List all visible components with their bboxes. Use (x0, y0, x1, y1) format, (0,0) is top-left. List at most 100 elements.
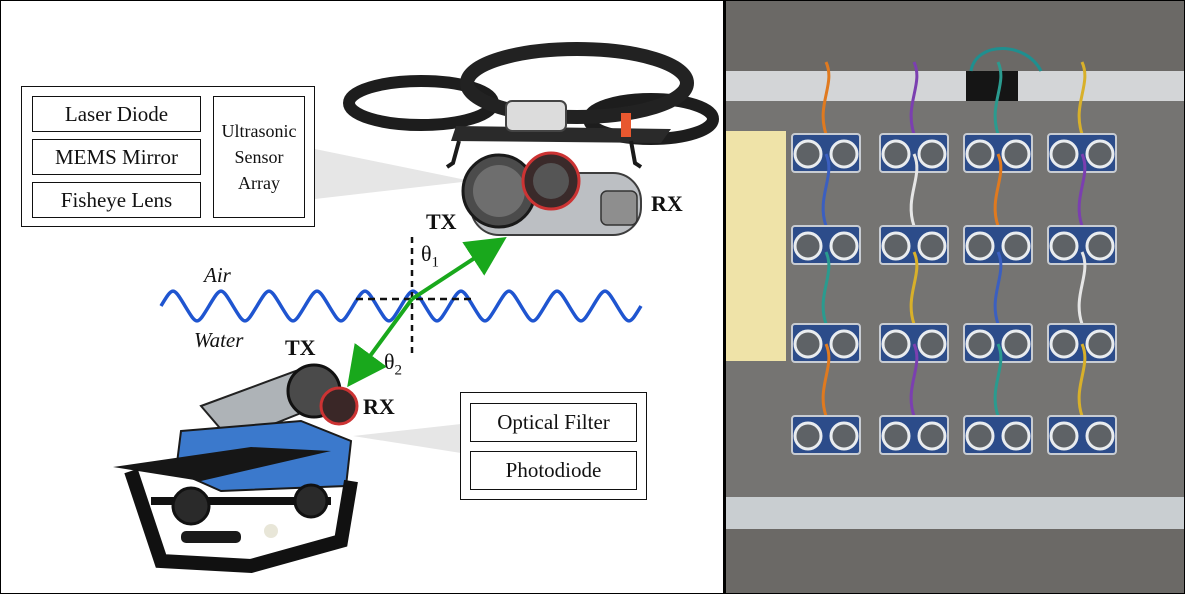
theta1-label: θ1 (421, 241, 440, 271)
transducer (965, 139, 995, 169)
transducer (793, 139, 823, 169)
transducer (1085, 329, 1115, 359)
ultrasonic-sensor-module (963, 153, 1033, 265)
ultrasonic-sensor-array-block: Ultrasonic Sensor Array (213, 96, 305, 218)
ultrasonic-sensor-module (879, 153, 949, 265)
sensor-grid (791, 61, 1117, 455)
laser-diode-label: Laser Diode (64, 101, 169, 126)
ultrasonic-sensor-module (1047, 61, 1117, 173)
transducer (965, 231, 995, 261)
transducer (829, 231, 859, 261)
transducer (917, 421, 947, 451)
fisheye-lens-label: Fisheye Lens (60, 187, 173, 212)
transducer (1049, 329, 1079, 359)
jumper-wire (1077, 343, 1087, 417)
ultrasonic-sensor-module (791, 343, 861, 455)
ultrasonic-sensor-module (1047, 251, 1117, 363)
drone-tx-label: TX (426, 209, 457, 234)
callout-wedges (315, 149, 471, 453)
transducer (881, 231, 911, 261)
transducer (917, 231, 947, 261)
optical-filter-label: Optical Filter (497, 410, 610, 434)
jumper-wire (821, 153, 831, 227)
jumper-wire (993, 153, 1003, 227)
underwater-rov-icon (113, 363, 359, 574)
bottom-aluminium-bar (726, 497, 1184, 529)
transducer (829, 329, 859, 359)
air-label: Air (204, 263, 231, 287)
jumper-wire (1077, 153, 1087, 227)
sensor-array-photo (726, 1, 1184, 593)
transducer (1049, 231, 1079, 261)
water-surface-wave-path (159, 289, 643, 323)
transducer (793, 421, 823, 451)
transducer (1085, 421, 1115, 451)
sensor-line-2: Sensor (234, 147, 284, 167)
rov-illustration (113, 363, 359, 574)
transducer (917, 329, 947, 359)
transducer (793, 231, 823, 261)
transducer (1001, 421, 1031, 451)
jumper-wire (821, 61, 831, 135)
theta2-label: θ2 (384, 349, 403, 379)
drone-rx-label: RX (651, 191, 683, 216)
system-diagram-panel: Laser Diode MEMS Mirror Fisheye Lens Ult… (1, 1, 723, 593)
transducer (1049, 139, 1079, 169)
jumper-wire (821, 343, 831, 417)
ultrasonic-sensor-module (963, 61, 1033, 173)
transducer (1049, 421, 1079, 451)
rov-callout-wedge (353, 424, 461, 453)
photodiode-label: Photodiode (505, 458, 602, 482)
black-tape (966, 71, 1018, 101)
transducer (917, 139, 947, 169)
transducer (1085, 139, 1115, 169)
ultrasonic-sensor-module (791, 153, 861, 265)
transducer (881, 139, 911, 169)
transducer (965, 421, 995, 451)
transducer (1085, 231, 1115, 261)
transducer (881, 421, 911, 451)
transducer (829, 139, 859, 169)
ultrasonic-sensor-module (963, 343, 1033, 455)
ultrasonic-sensor-module (963, 251, 1033, 363)
jumper-wire (993, 343, 1003, 417)
ultrasonic-sensor-module (791, 251, 861, 363)
transducer (829, 421, 859, 451)
transducer (1001, 329, 1031, 359)
ultrasonic-sensor-module (791, 61, 861, 173)
jumper-wire (909, 343, 919, 417)
jumper-wire (993, 61, 1003, 135)
water-label: Water (194, 328, 244, 352)
transducer (793, 329, 823, 359)
ultrasonic-sensor-module (879, 61, 949, 173)
rov-rx-label: RX (363, 394, 395, 419)
drone-callout-wedge (315, 149, 471, 199)
mems-mirror-label: MEMS Mirror (54, 144, 179, 169)
beam-water-segment (347, 297, 414, 388)
drone-illustration (343, 42, 719, 236)
jumper-wire (1077, 251, 1087, 325)
fisheye-lens-block: Fisheye Lens (32, 182, 201, 218)
laser-diode-block: Laser Diode (32, 96, 201, 132)
jumper-wire (909, 251, 919, 325)
transducer (965, 329, 995, 359)
optical-path-diagram (159, 237, 643, 388)
top-aluminium-bar (726, 71, 1184, 101)
jumper-wire (909, 61, 919, 135)
jumper-wire (909, 153, 919, 227)
rov-tx-label: TX (285, 335, 316, 360)
ultrasonic-sensor-module (879, 343, 949, 455)
foam-block (726, 131, 786, 361)
jumper-wire (1077, 61, 1087, 135)
transducer (881, 329, 911, 359)
transducer (1001, 231, 1031, 261)
quadcopter-drone-icon (343, 42, 719, 236)
beam-air-segment (410, 237, 507, 301)
photodiode-block: Photodiode (470, 451, 637, 490)
sensor-line-1: Ultrasonic (221, 121, 297, 141)
jumper-wire (993, 251, 1003, 325)
top-cable (969, 47, 1043, 72)
wave-line (159, 289, 643, 323)
optical-filter-block: Optical Filter (470, 403, 637, 442)
ultrasonic-sensor-module (1047, 153, 1117, 265)
